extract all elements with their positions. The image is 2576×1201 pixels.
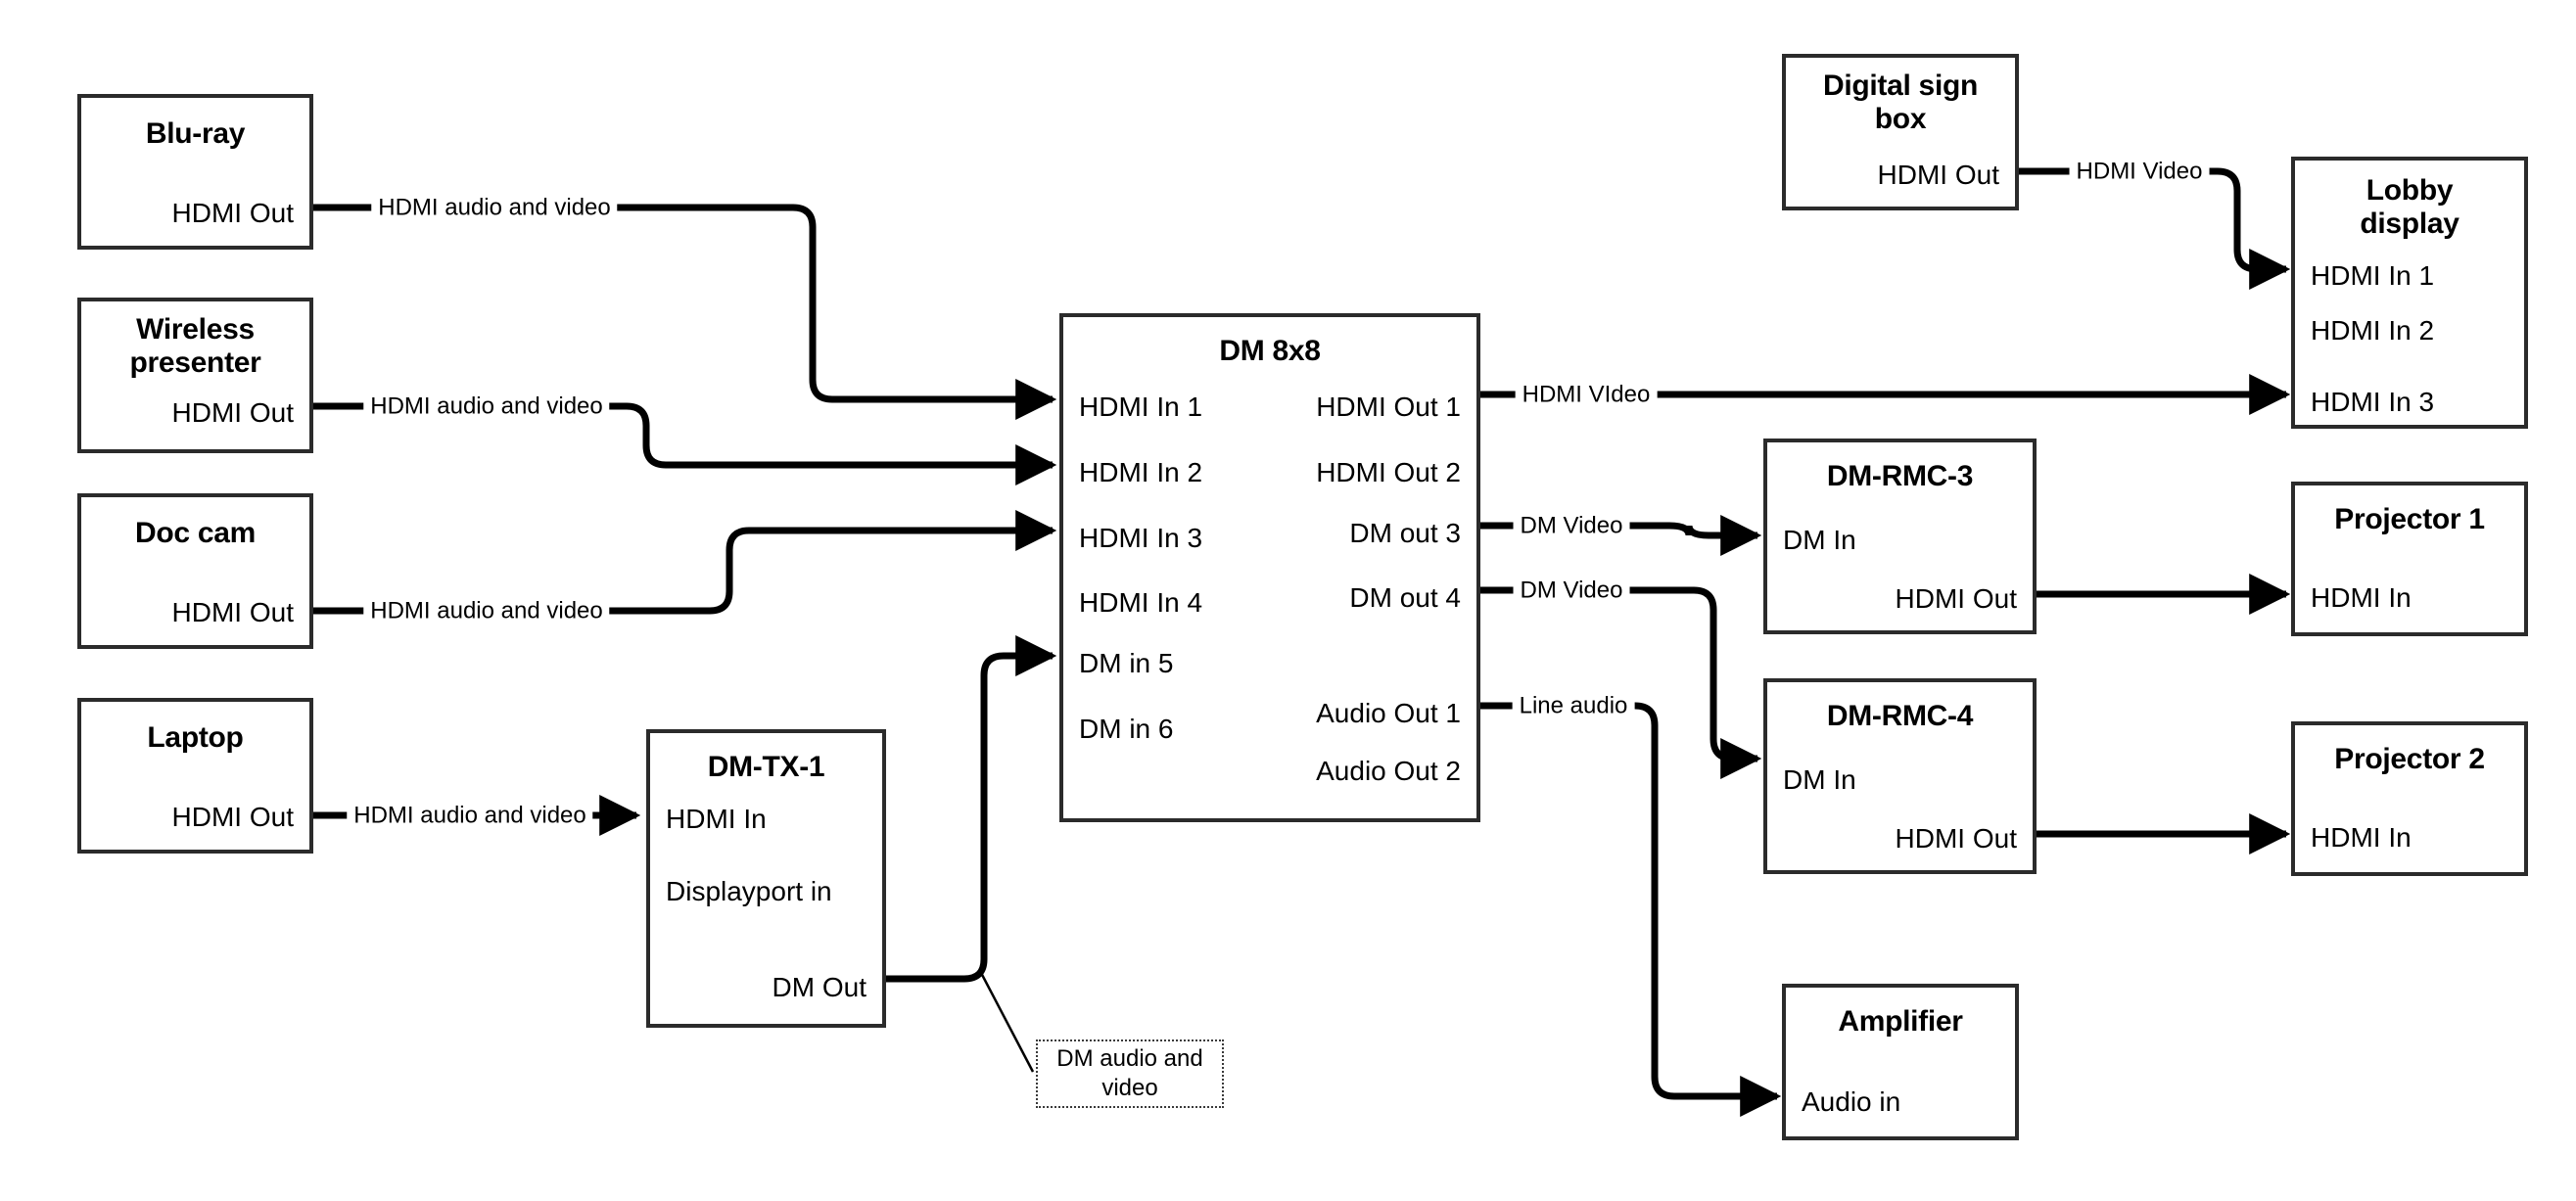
node-wireless-presenter-title-line2: presenter [129,346,261,379]
wire-dm-audioout1-to-amplifier [1480,702,1782,1117]
node-lobby-display-input-hdmi-in-2: HDMI In 2 [2311,315,2435,346]
node-wireless-presenter[interactable]: Wireless presenter HDMI Out [77,298,313,453]
node-dm-8x8-input-dm-in-5: DM in 5 [1079,648,1174,678]
callout-dm-audio-and-video: DM audio and video [1036,1039,1224,1108]
edge-label-dm-hdmiout1-to-lobby: HDMI VIdeo [1515,382,1658,407]
node-dm-8x8-output-hdmi-out-2: HDMI Out 2 [1316,457,1461,487]
node-projector-1-title: Projector 1 [2334,503,2485,535]
node-digital-sign-box-title-line2: box [1874,103,1927,135]
node-lobby-display-title-line2: display [2360,208,2459,240]
node-digital-sign-box[interactable]: Digital sign box HDMI Out [1782,54,2019,210]
node-laptop-port-hdmi-out: HDMI Out [171,802,294,832]
wire-dm-dmout4-to-rmc4-dm-in [1480,586,1762,779]
node-wireless-presenter-title-line1: Wireless [136,313,255,346]
edge-label-bluray-to-dm: HDMI audio and video [371,195,618,220]
edge-label-doccam-to-dm: HDMI audio and video [363,598,610,624]
node-projector-2-title: Projector 2 [2334,743,2485,775]
node-bluray[interactable]: Blu-ray HDMI Out [77,94,313,250]
edge-label-wireless-to-dm: HDMI audio and video [363,393,610,419]
node-doc-cam-title: Doc cam [135,517,256,549]
node-digital-sign-box-port-hdmi-out: HDMI Out [1877,160,1999,190]
node-dm-tx-1[interactable]: DM-TX-1 HDMI In Displayport in DM Out [646,729,886,1028]
node-dm-tx-1-port-hdmi-in: HDMI In [666,804,767,834]
node-dm-8x8-output-dm-out-4: DM out 4 [1349,582,1461,613]
node-amplifier-port-audio-in: Audio in [1802,1086,1901,1117]
wire-bluray-to-dm-hdmi-in-1 [313,204,1057,420]
node-dm-8x8-output-hdmi-out-1: HDMI Out 1 [1316,392,1461,422]
node-bluray-title: Blu-ray [145,117,246,150]
node-projector-1-port-hdmi-in: HDMI In [2311,582,2412,613]
node-dm-8x8-input-hdmi-in-2: HDMI In 2 [1079,457,1203,487]
edge-label-laptop-to-dmtx1: HDMI audio and video [347,803,593,828]
callout-leader-line [977,968,1035,1073]
node-dm-8x8[interactable]: DM 8x8 HDMI In 1 HDMI In 2 HDMI In 3 HDM… [1059,313,1480,822]
node-lobby-display-input-hdmi-in-1: HDMI In 1 [2311,260,2435,291]
node-dm-8x8-output-dm-out-3: DM out 3 [1349,518,1461,548]
node-lobby-display-title-line1: Lobby [2365,174,2454,207]
node-dm-tx-1-title: DM-TX-1 [707,751,825,783]
node-dm-8x8-input-hdmi-in-4: HDMI In 4 [1079,587,1203,618]
wire-dmtx1-to-dm-in-5 [886,635,1057,983]
node-dm-rmc-4-port-dm-in: DM In [1783,764,1856,795]
node-amplifier[interactable]: Amplifier Audio in [1782,984,2019,1140]
node-amplifier-title: Amplifier [1838,1005,1963,1038]
node-laptop-title: Laptop [147,721,244,754]
edge-label-dm-dmout3-to-rmc3: DM Video [1513,513,1630,538]
node-projector-2-port-hdmi-in: HDMI In [2311,822,2412,853]
node-dm-8x8-title: DM 8x8 [1219,335,1321,367]
node-bluray-port-hdmi-out: HDMI Out [171,198,294,228]
node-dm-rmc-3-title: DM-RMC-3 [1826,460,1974,492]
node-doc-cam-port-hdmi-out: HDMI Out [171,597,294,627]
node-wireless-presenter-port-hdmi-out: HDMI Out [171,397,294,428]
node-dm-rmc-3-port-dm-in: DM In [1783,525,1856,555]
node-dm-tx-1-port-displayport-in: Displayport in [666,876,832,906]
node-dm-rmc-4[interactable]: DM-RMC-4 DM In HDMI Out [1763,678,2037,874]
node-digital-sign-box-title-line1: Digital sign [1822,69,1979,102]
edge-label-dm-audioout1-to-amplifier: Line audio [1512,693,1635,718]
node-dm-8x8-input-hdmi-in-1: HDMI In 1 [1079,392,1203,422]
node-dm-8x8-output-audio-out-2: Audio Out 2 [1316,756,1461,786]
node-dm-rmc-3-port-hdmi-out: HDMI Out [1895,583,2017,614]
node-dm-rmc-3[interactable]: DM-RMC-3 DM In HDMI Out [1763,439,2037,634]
wire-sign-to-lobby-hdmi-in-1 [2019,167,2291,290]
node-dm-rmc-4-title: DM-RMC-4 [1826,700,1974,732]
node-dm-8x8-input-hdmi-in-3: HDMI In 3 [1079,523,1203,553]
node-dm-tx-1-port-dm-out: DM Out [772,972,866,1002]
node-dm-8x8-output-audio-out-1: Audio Out 1 [1316,698,1461,728]
edge-label-sign-to-lobby: HDMI Video [2069,159,2210,184]
node-doc-cam[interactable]: Doc cam HDMI Out [77,493,313,649]
node-dm-8x8-input-dm-in-6: DM in 6 [1079,714,1174,744]
node-dm-rmc-4-port-hdmi-out: HDMI Out [1895,823,2017,854]
node-laptop[interactable]: Laptop HDMI Out [77,698,313,854]
node-projector-2[interactable]: Projector 2 HDMI In [2291,721,2528,876]
node-lobby-display[interactable]: Lobby display HDMI In 1 HDMI In 2 HDMI I… [2291,157,2528,429]
edge-label-dm-dmout4-to-rmc4: DM Video [1513,577,1630,603]
node-projector-1[interactable]: Projector 1 HDMI In [2291,482,2528,636]
node-lobby-display-input-hdmi-in-3: HDMI In 3 [2311,387,2435,417]
